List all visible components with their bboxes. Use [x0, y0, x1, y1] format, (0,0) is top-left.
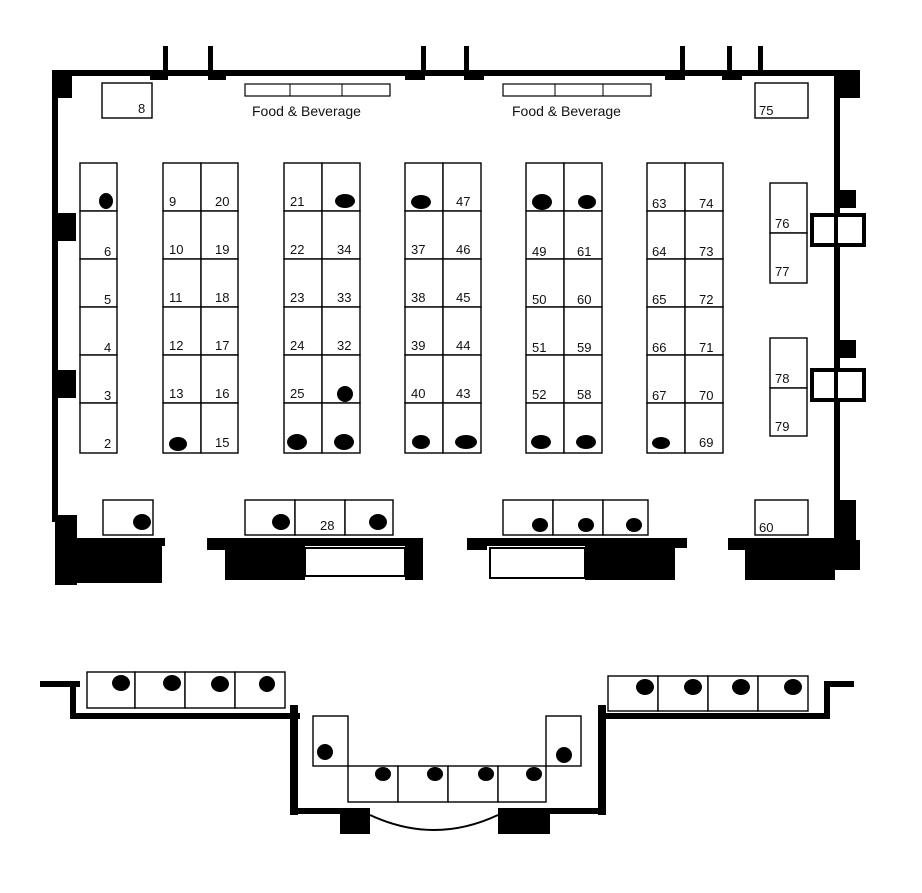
svg-text:65: 65 [652, 292, 666, 307]
hall-walls [52, 46, 866, 540]
svg-text:39: 39 [411, 338, 425, 353]
svg-text:60: 60 [759, 520, 773, 535]
svg-text:38: 38 [411, 290, 425, 305]
svg-text:18: 18 [215, 290, 229, 305]
svg-text:19: 19 [215, 242, 229, 257]
food-beverage-label-right: Food & Beverage [512, 103, 621, 119]
booth-2-label: 2 [104, 436, 111, 451]
svg-text:73: 73 [699, 244, 713, 259]
booth-6-label: 6 [104, 244, 111, 259]
foyer-walls [40, 681, 854, 834]
foyer-booths-center [312, 715, 582, 803]
food-beverage-label-left: Food & Beverage [252, 103, 361, 119]
svg-text:71: 71 [699, 340, 713, 355]
svg-text:25: 25 [290, 386, 304, 401]
svg-text:15: 15 [215, 435, 229, 450]
svg-text:69: 69 [699, 435, 713, 450]
svg-text:40: 40 [411, 386, 425, 401]
svg-text:9: 9 [169, 194, 176, 209]
foyer-booths-left [86, 671, 286, 709]
svg-text:78: 78 [775, 371, 789, 386]
svg-text:70: 70 [699, 388, 713, 403]
svg-text:50: 50 [532, 292, 546, 307]
svg-text:10: 10 [169, 242, 183, 257]
foyer-booths-right [607, 675, 809, 712]
booth-column-5: 49 50 51 52 61 60 59 58 [525, 162, 603, 454]
svg-text:37: 37 [411, 242, 425, 257]
booth-column-1: 6 5 4 3 2 [79, 162, 118, 454]
svg-text:76: 76 [775, 216, 789, 231]
svg-text:67: 67 [652, 388, 666, 403]
svg-text:45: 45 [456, 290, 470, 305]
svg-text:13: 13 [169, 386, 183, 401]
svg-text:79: 79 [775, 419, 789, 434]
svg-text:66: 66 [652, 340, 666, 355]
svg-text:22: 22 [290, 242, 304, 257]
svg-text:72: 72 [699, 292, 713, 307]
booth-8[interactable]: 8 [101, 82, 153, 119]
svg-text:16: 16 [215, 386, 229, 401]
svg-text:23: 23 [290, 290, 304, 305]
svg-text:59: 59 [577, 340, 591, 355]
svg-text:43: 43 [456, 386, 470, 401]
svg-text:20: 20 [215, 194, 229, 209]
svg-text:75: 75 [759, 103, 773, 118]
svg-text:12: 12 [169, 338, 183, 353]
hall-bottom-walls [55, 515, 860, 585]
food-beverage-counter-right: Food & Beverage [502, 83, 652, 119]
svg-text:33: 33 [337, 290, 351, 305]
svg-text:63: 63 [652, 196, 666, 211]
svg-text:17: 17 [215, 338, 229, 353]
svg-text:51: 51 [532, 340, 546, 355]
booth-column-6: 63 64 65 66 67 74 73 72 71 70 69 [646, 162, 724, 454]
booth-28-label: 28 [320, 518, 334, 533]
booth-column-2: 9 10 11 12 13 20 19 18 17 16 15 [162, 162, 239, 454]
right-wall-booths: 76 77 78 79 [769, 182, 808, 437]
booth-75[interactable]: 75 [754, 82, 809, 119]
svg-text:24: 24 [290, 338, 304, 353]
svg-text:21: 21 [290, 194, 304, 209]
svg-text:77: 77 [775, 264, 789, 279]
booth-column-3: 21 22 23 24 25 34 33 32 [283, 162, 361, 454]
booth-column-4: 37 38 39 40 47 46 45 44 43 [404, 162, 482, 454]
svg-text:74: 74 [699, 196, 713, 211]
svg-text:11: 11 [169, 290, 183, 305]
svg-text:49: 49 [532, 244, 546, 259]
booth-5-label: 5 [104, 292, 111, 307]
booth-4-label: 4 [104, 340, 111, 355]
svg-text:61: 61 [577, 244, 591, 259]
svg-text:46: 46 [456, 242, 470, 257]
svg-text:34: 34 [337, 242, 351, 257]
svg-text:32: 32 [337, 338, 351, 353]
svg-text:58: 58 [577, 387, 591, 402]
svg-text:8: 8 [138, 101, 145, 116]
svg-text:64: 64 [652, 244, 666, 259]
svg-text:60: 60 [577, 292, 591, 307]
svg-text:44: 44 [456, 338, 470, 353]
bottom-row-booths: 28 60 [102, 499, 809, 536]
food-beverage-counter-left: Food & Beverage [244, 83, 391, 119]
svg-text:52: 52 [532, 387, 546, 402]
booth-3-label: 3 [104, 388, 111, 403]
svg-text:47: 47 [456, 194, 470, 209]
